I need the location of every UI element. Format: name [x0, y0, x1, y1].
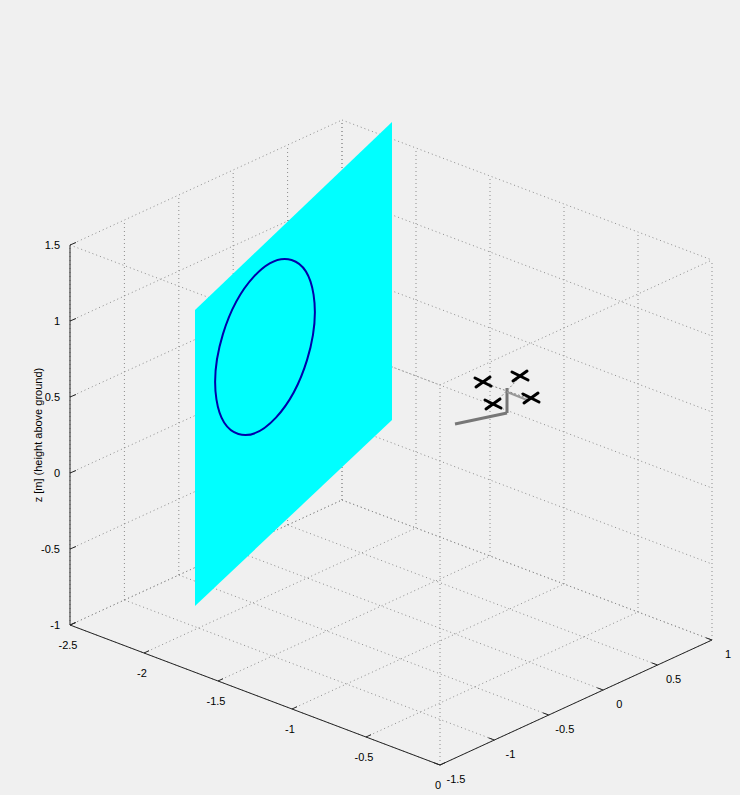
grid-line [292, 584, 564, 709]
axis-line [434, 763, 440, 765]
z-tick-label: 1.5 [45, 239, 60, 251]
grid-line [178, 195, 179, 575]
grid-line [440, 385, 441, 765]
grid-line [564, 204, 565, 584]
axis-line [652, 663, 658, 665]
z-tick-label: 0.5 [45, 391, 60, 403]
grid-line [124, 220, 125, 600]
grid-line [440, 260, 712, 385]
x-tick-label: -2.5 [59, 639, 78, 651]
rotor-blade [512, 372, 528, 380]
grid-line [70, 245, 71, 625]
axis-line [70, 395, 76, 398]
grid-line [342, 120, 712, 260]
grid-line [342, 196, 712, 336]
grid-line [70, 625, 440, 765]
target-ellipse [196, 247, 333, 447]
y-tick-label: -0.5 [555, 723, 574, 735]
axis-line [366, 735, 371, 737]
axis-line [70, 243, 76, 246]
z-tick-label: 0 [54, 467, 60, 479]
body-axis [455, 413, 507, 424]
grid-line [218, 556, 490, 681]
axis-line [488, 738, 494, 740]
grid-line [490, 176, 491, 556]
axis-line [218, 679, 223, 681]
x-tick-label: -1.5 [207, 695, 226, 707]
rotor-blade [513, 371, 527, 381]
axis-title: z [m] (height above ground) [32, 368, 44, 503]
grid-line [342, 348, 712, 488]
axis-line [70, 623, 76, 626]
grid-line [440, 640, 712, 765]
x-tick-label: -2 [137, 667, 147, 679]
axis-line [440, 763, 445, 765]
axis-line [70, 625, 440, 765]
x-tick-label: -0.5 [355, 751, 374, 763]
y-tick-label: 1 [725, 648, 731, 660]
axis-line [706, 638, 712, 640]
grid-line [144, 528, 416, 653]
y-tick-label: 0.5 [666, 673, 681, 685]
rotor-blade [524, 393, 538, 403]
grid-line [342, 500, 712, 640]
axis-line [70, 471, 76, 474]
axis-line [70, 623, 75, 625]
axis-line [597, 688, 603, 690]
grid-line [179, 575, 549, 715]
rotor-blade [476, 377, 490, 387]
x-tick-label: -1 [285, 723, 295, 735]
grid-line [366, 612, 638, 737]
quadrotor [455, 371, 539, 424]
grid-line [233, 550, 603, 690]
axes-grid [70, 120, 712, 765]
grid-line [638, 232, 639, 612]
y-tick-label: -1.5 [447, 773, 466, 785]
grid-line [342, 424, 712, 564]
grid-line [342, 272, 712, 412]
axis-line [292, 707, 297, 709]
rotor-blade [523, 394, 539, 402]
axis-line [440, 640, 712, 765]
z-tick-label: -1 [50, 619, 60, 631]
grid-line [712, 260, 713, 640]
grid-line [124, 600, 494, 740]
grid-line [342, 500, 712, 640]
axis-line [144, 651, 149, 653]
z-tick-label: 1 [54, 315, 60, 327]
axis-line [70, 547, 76, 550]
wall-plane [195, 122, 392, 606]
rotor-blade [486, 399, 500, 409]
grid-line [416, 148, 417, 528]
x-tick-label: 0 [435, 779, 441, 791]
axis-line [70, 245, 71, 625]
y-tick-label: 0 [616, 698, 622, 710]
axis-line [543, 713, 549, 715]
rotor-blade [485, 400, 501, 408]
z-tick-label: -0.5 [41, 543, 60, 555]
axis-line [70, 319, 76, 322]
rotor-blade [475, 378, 491, 386]
y-tick-label: -1 [506, 748, 516, 760]
grid-line [288, 525, 658, 665]
